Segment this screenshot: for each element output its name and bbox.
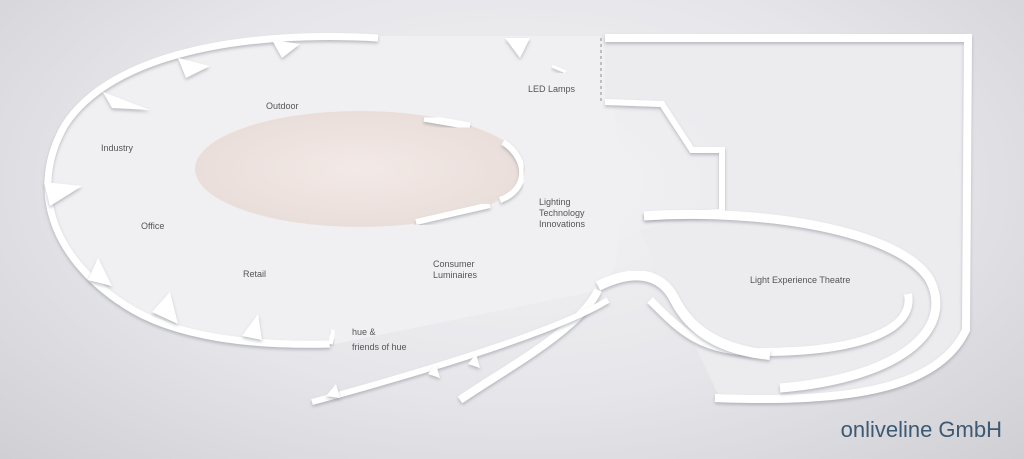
zone-label-industry: Industry — [101, 143, 134, 153]
zone-label-consumer-luminaires: Consumer Luminaires — [433, 259, 477, 281]
theatre-room-wall — [605, 34, 973, 404]
zone-label-hue-line1: hue & — [352, 327, 376, 337]
zone-label-lighting-technology: Lighting Technology Innovations — [539, 197, 585, 230]
zone-label-office: Office — [141, 221, 165, 231]
zone-label-lighting-line1: Lighting — [539, 197, 571, 207]
zone-label-lighting-line3: Innovations — [539, 219, 586, 229]
center-wing — [595, 270, 771, 360]
lower-wall-notches — [326, 354, 480, 398]
wall-fins — [44, 40, 300, 340]
top-wall-notch — [505, 38, 530, 58]
center-island — [195, 111, 525, 227]
led-lamps-divider — [551, 64, 567, 74]
zone-label-consumer-line1: Consumer — [433, 259, 475, 269]
zone-label-hue: hue & friends of hue — [352, 327, 407, 353]
zone-label-led-lamps: LED Lamps — [528, 84, 576, 94]
hue-wall-stub — [327, 329, 337, 345]
island-wall-bottom — [415, 202, 491, 225]
zone-label-lighting-line2: Technology — [539, 208, 585, 218]
theatre-curve-wall — [643, 209, 941, 393]
island-wall-right — [498, 139, 526, 203]
zone-label-outdoor: Outdoor — [266, 101, 299, 111]
lower-curve-wall-1 — [457, 288, 602, 404]
zone-label-consumer-line2: Luminaires — [433, 270, 478, 280]
island-wall-top — [423, 114, 471, 130]
watermark-brand: onliveline GmbH — [840, 417, 1002, 442]
zone-label-hue-line2: friends of hue — [352, 342, 407, 352]
zone-label-light-experience-theatre: Light Experience Theatre — [750, 275, 851, 285]
lower-curve-wall-2 — [311, 297, 610, 405]
zone-label-retail: Retail — [243, 269, 267, 279]
